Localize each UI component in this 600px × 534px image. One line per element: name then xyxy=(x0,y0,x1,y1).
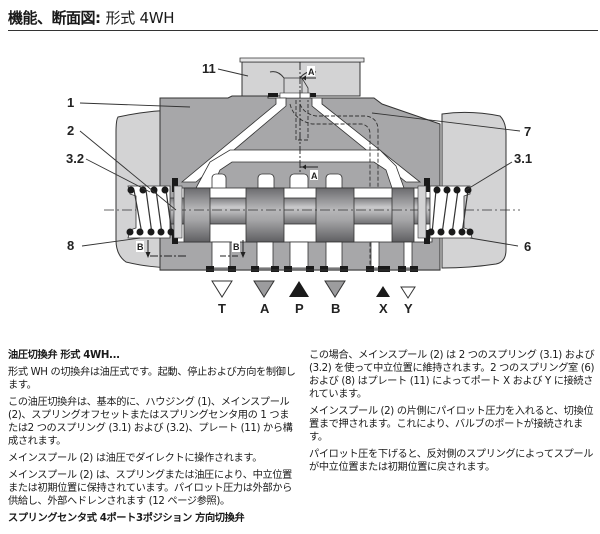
spool-lands xyxy=(183,187,415,243)
callout-6: 6 xyxy=(524,239,531,254)
port-seals xyxy=(206,266,418,272)
port-p-filled-triangle-icon xyxy=(289,281,309,297)
section-mark-a-mid: A xyxy=(311,171,318,181)
callout-1: 1 xyxy=(67,95,74,110)
paragraph: この場合、メインスプール (2) は 2 つのスプリング (3.1) および (… xyxy=(309,350,595,400)
section-mark-b-left: B xyxy=(137,242,144,252)
valve-cross-section-diagram: A A xyxy=(66,57,532,316)
callout-11: 11 xyxy=(202,61,216,76)
section-mark-a-top: A xyxy=(308,67,315,77)
paragraph: メインスプール (2) は、スプリングまたは油圧により、中立位置または初期位置に… xyxy=(8,470,292,507)
leader-lines xyxy=(79,68,521,247)
pilot-channel-left xyxy=(180,97,287,183)
callout-8: 8 xyxy=(67,238,74,253)
pilot-channel-right xyxy=(311,97,422,183)
paragraph: この油圧切換弁は、基本的に、ハウジング (1)、メインスプール(2)、スプリング… xyxy=(8,397,293,447)
callout-2: 2 xyxy=(67,123,74,138)
subsection-heading: スプリングセンタ式 4ポート3ポジション 方向切換弁 xyxy=(8,513,245,524)
paragraph: メインスプール (2) は油圧でダイレクトに操作されます。 xyxy=(8,453,263,464)
page-title: 機能、断面図: 形式 4WH xyxy=(8,7,175,28)
port-channels xyxy=(211,241,413,269)
port-x-filled-triangle-icon xyxy=(376,286,390,297)
port-label-b: B xyxy=(331,301,340,316)
callout-3-2: 3.2 xyxy=(66,151,84,166)
port-label-x: X xyxy=(379,301,388,316)
body-column-right: この場合、メインスプール (2) は 2 つのスプリング (3.1) および (… xyxy=(309,349,599,478)
callout-7: 7 xyxy=(524,124,531,139)
port-symbols xyxy=(211,280,416,299)
paragraph: 形式 WH の切換弁は油圧式です。起動、停止および方向を制御します。 xyxy=(8,367,296,391)
body-column-left: 油圧切換弁 形式 4WH... 形式 WH の切換弁は油圧式です。起動、停止およ… xyxy=(8,349,298,529)
port-label-a: A xyxy=(260,301,270,316)
section-header: 機能、断面図: 形式 4WH xyxy=(8,4,598,31)
paragraph: メインスプール (2) の片側にパイロット圧力を入れると、切換位置まで押されます… xyxy=(309,406,594,443)
plate-11 xyxy=(241,61,361,97)
callout-3-1: 3.1 xyxy=(514,151,532,166)
port-b-gray-triangle-icon xyxy=(324,280,346,298)
port-a-gray-triangle-icon xyxy=(253,280,275,298)
port-y-outline-triangle-icon xyxy=(400,286,416,299)
port-t-outline-triangle-icon xyxy=(211,280,233,298)
paragraph: パイロット圧を下げると、反対側のスプリングによってスプールが中立位置または初期位… xyxy=(309,449,594,473)
title-model: 形式 4WH xyxy=(105,9,175,27)
section-heading: 油圧切換弁 形式 4WH... xyxy=(8,350,120,361)
section-mark-b-mid: B xyxy=(233,242,240,252)
title-bold: 機能、断面図: xyxy=(8,9,101,27)
port-label-y: Y xyxy=(404,301,413,316)
port-label-p: P xyxy=(295,301,304,316)
right-spring-3-1 xyxy=(417,178,474,244)
left-spring-3-2 xyxy=(126,178,183,244)
port-label-t: T xyxy=(218,301,226,316)
